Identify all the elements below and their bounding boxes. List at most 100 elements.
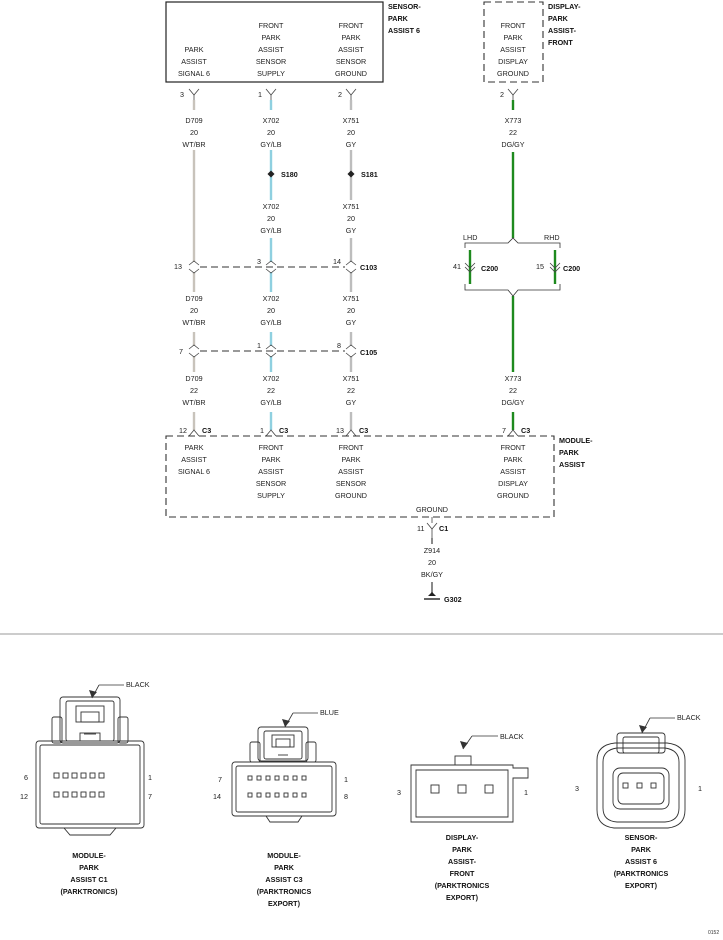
- svg-text:ASSIST: ASSIST: [338, 467, 364, 476]
- svg-text:D709: D709: [185, 374, 202, 383]
- svg-text:PARK: PARK: [341, 455, 360, 464]
- svg-text:GY/LB: GY/LB: [260, 318, 281, 327]
- svg-text:ASSIST C3: ASSIST C3: [265, 875, 302, 884]
- top-pin-markers: [188, 88, 519, 100]
- svg-text:GROUND: GROUND: [335, 69, 367, 78]
- wire-x773: [468, 100, 557, 430]
- svg-text:MODULE-: MODULE-: [72, 851, 106, 860]
- svg-text:PARK: PARK: [452, 845, 473, 854]
- svg-text:EXPORT): EXPORT): [268, 899, 301, 908]
- connector-view-c1: [35, 684, 145, 836]
- svg-text:GY/LB: GY/LB: [260, 140, 281, 149]
- svg-text:ASSIST: ASSIST: [559, 460, 586, 469]
- connector-c200: LHD RHD 41 C200 15 C200: [453, 233, 580, 297]
- svg-text:ASSIST-: ASSIST-: [548, 26, 577, 35]
- svg-text:7: 7: [148, 792, 152, 801]
- svg-text:X702: X702: [263, 294, 280, 303]
- svg-text:DISPLAY: DISPLAY: [498, 479, 528, 488]
- svg-text:(PARKTRONICS: (PARKTRONICS: [435, 881, 490, 890]
- display-module-name: DISPLAY- PARK ASSIST- FRONT: [548, 2, 581, 47]
- svg-text:X773: X773: [505, 116, 522, 125]
- svg-text:D709: D709: [185, 116, 202, 125]
- display-module-box: [483, 1, 544, 83]
- svg-text:RHD: RHD: [544, 233, 560, 242]
- svg-text:FRONT: FRONT: [548, 38, 573, 47]
- svg-text:GY: GY: [346, 398, 357, 407]
- svg-text:1: 1: [260, 426, 264, 435]
- ground-g302: G302: [424, 592, 462, 604]
- svg-text:FRONT: FRONT: [450, 869, 475, 878]
- svg-text:LHD: LHD: [463, 233, 477, 242]
- connector-view-sensor: [596, 717, 686, 829]
- svg-text:C200: C200: [563, 264, 580, 273]
- svg-text:BLACK: BLACK: [500, 732, 524, 741]
- svg-text:13: 13: [174, 262, 182, 271]
- svg-text:FRONT: FRONT: [339, 443, 364, 452]
- svg-text:22: 22: [347, 386, 355, 395]
- svg-text:20: 20: [347, 128, 355, 137]
- ground-c1-pin: 11 C1: [417, 517, 448, 538]
- svg-text:22: 22: [190, 386, 198, 395]
- svg-text:EXPORT): EXPORT): [446, 893, 479, 902]
- svg-text:8: 8: [344, 792, 348, 801]
- svg-text:BK/GY: BK/GY: [421, 570, 443, 579]
- connector-view-sensor-labels: BLACK 3 1 SENSOR- PARK ASSIST 6 (PARKTRO…: [575, 713, 702, 890]
- svg-text:20: 20: [267, 214, 275, 223]
- svg-text:SUPPLY: SUPPLY: [257, 69, 285, 78]
- svg-text:PARK: PARK: [261, 455, 280, 464]
- svg-text:1: 1: [148, 773, 152, 782]
- svg-text:DG/GY: DG/GY: [501, 140, 524, 149]
- svg-text:SENSOR: SENSOR: [336, 479, 366, 488]
- svg-text:GROUND: GROUND: [335, 491, 367, 500]
- svg-text:GY: GY: [346, 140, 357, 149]
- svg-text:BLUE: BLUE: [320, 708, 339, 717]
- svg-text:C3: C3: [521, 426, 530, 435]
- svg-text:C200: C200: [481, 264, 498, 273]
- svg-text:20: 20: [267, 306, 275, 315]
- svg-text:SENSOR-: SENSOR-: [388, 2, 421, 11]
- svg-text:20: 20: [267, 128, 275, 137]
- svg-text:1: 1: [524, 788, 528, 797]
- svg-text:ASSIST: ASSIST: [500, 45, 526, 54]
- svg-text:PARK: PARK: [184, 45, 203, 54]
- svg-text:FRONT: FRONT: [259, 21, 284, 30]
- svg-text:ASSIST 6: ASSIST 6: [388, 26, 420, 35]
- svg-text:1: 1: [257, 341, 261, 350]
- svg-text:ASSIST: ASSIST: [500, 467, 526, 476]
- svg-text:12: 12: [179, 426, 187, 435]
- sensor-module-name: SENSOR- PARK ASSIST 6: [388, 2, 421, 35]
- svg-text:S180: S180: [281, 170, 298, 179]
- svg-text:BLACK: BLACK: [677, 713, 701, 722]
- svg-text:SENSOR: SENSOR: [256, 57, 286, 66]
- sensor-module-box: [165, 1, 384, 83]
- svg-text:14: 14: [333, 257, 341, 266]
- svg-text:22: 22: [509, 128, 517, 137]
- connector-view-c3: [231, 712, 337, 823]
- svg-text:SENSOR: SENSOR: [336, 57, 366, 66]
- module-pin-labels: PARK ASSIST SIGNAL 6 FRONT PARK ASSIST S…: [178, 443, 529, 514]
- svg-text:PARK: PARK: [388, 14, 409, 23]
- svg-text:GROUND: GROUND: [497, 491, 529, 500]
- svg-text:ASSIST: ASSIST: [338, 45, 364, 54]
- module-c3-pin-markers: [188, 429, 519, 437]
- svg-text:C1: C1: [439, 524, 448, 533]
- svg-text:1: 1: [344, 775, 348, 784]
- svg-text:FRONT: FRONT: [501, 21, 526, 30]
- svg-text:ASSIST 6: ASSIST 6: [625, 857, 657, 866]
- svg-text:20: 20: [347, 214, 355, 223]
- svg-text:3: 3: [180, 90, 184, 99]
- svg-text:C3: C3: [202, 426, 211, 435]
- svg-text:20: 20: [428, 558, 436, 567]
- svg-text:(PARKTRONICS: (PARKTRONICS: [257, 887, 312, 896]
- svg-text:7: 7: [502, 426, 506, 435]
- svg-text:PARK: PARK: [503, 33, 522, 42]
- svg-text:3: 3: [397, 788, 401, 797]
- c1-cavities: [53, 772, 105, 798]
- svg-text:C105: C105: [360, 348, 377, 357]
- svg-text:PARK: PARK: [548, 14, 569, 23]
- svg-text:FRONT: FRONT: [259, 443, 284, 452]
- wire-labels: D709 20 WT/BR X702 20 GY/LB X751 20 GY X…: [182, 116, 524, 579]
- svg-text:DISPLAY-: DISPLAY-: [446, 833, 479, 842]
- connector-c105: 7 1 8 C105: [179, 341, 377, 358]
